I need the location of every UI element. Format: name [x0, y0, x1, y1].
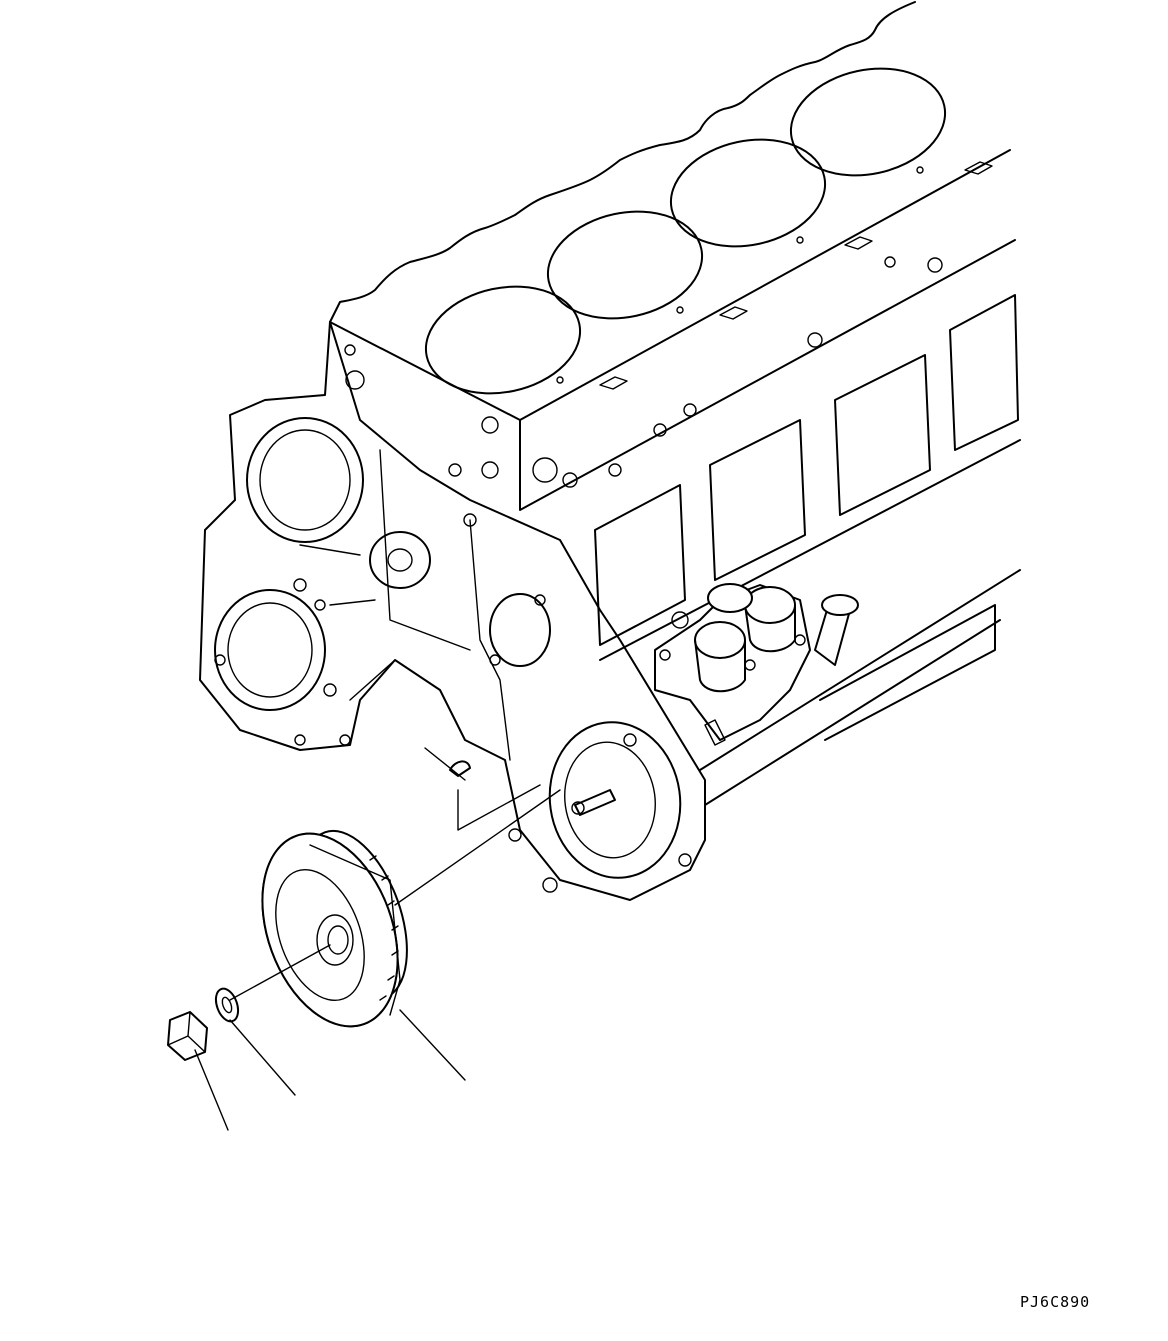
woodruff-key [424, 747, 541, 831]
leader-line-gear [399, 1009, 466, 1081]
cylinder-bore-2 [546, 210, 704, 320]
cylinder-bore-4 [789, 67, 947, 177]
drawing-code: PJ6C890 [1020, 1293, 1091, 1311]
case-opening-upper [246, 417, 364, 543]
cylinder-bore-3 [669, 138, 827, 248]
timing-gear-case [199, 321, 706, 901]
side-panel-2 [709, 419, 806, 581]
top-deck-outline [329, 1, 916, 323]
fuel-injection-pump [654, 583, 859, 746]
engine-block [329, 1, 1021, 806]
leader-line-washer [229, 1019, 296, 1096]
cylinder-bore-1 [424, 285, 582, 395]
side-panel-4 [949, 294, 1019, 451]
assembly-centerline [229, 789, 561, 1001]
leader-line-nut [194, 1049, 229, 1131]
washer [214, 987, 240, 1023]
pump-shaft [574, 789, 616, 816]
side-panel-3 [834, 354, 931, 516]
case-opening-lower [214, 589, 326, 711]
case-opening-middle [489, 593, 551, 667]
pump-flange [548, 721, 682, 879]
idler-boss [369, 531, 431, 589]
drive-gear [261, 829, 408, 1028]
nut [167, 1011, 208, 1061]
